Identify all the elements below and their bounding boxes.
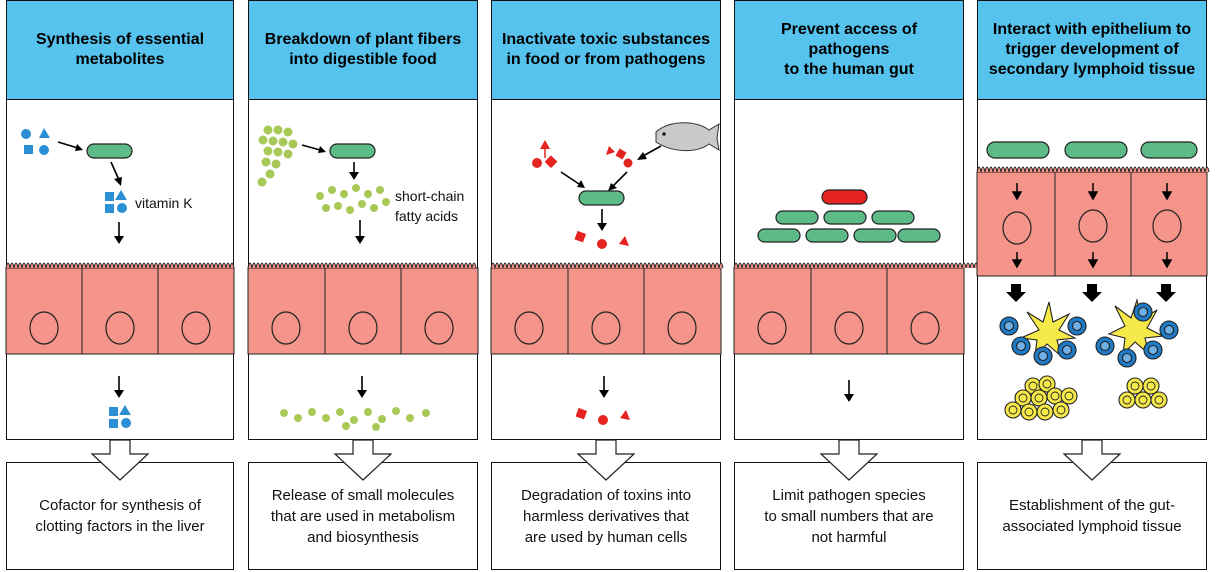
panel-header: Breakdown of plant fibers into digestibl… <box>248 0 478 100</box>
result-text: Limit pathogen species to small numbers … <box>764 486 934 546</box>
epithelium <box>976 166 1210 277</box>
down-arrow-icon <box>576 439 636 481</box>
arrow-icon <box>637 145 662 160</box>
cell-nucleus <box>757 311 787 345</box>
cell-nucleus <box>591 311 621 345</box>
vitamin-k-molecule-icon <box>105 190 127 213</box>
degraded-toxin-icon <box>575 407 630 425</box>
cell-nucleus <box>105 311 135 345</box>
arrow-icon <box>110 161 122 186</box>
toxin-molecule-icon <box>606 146 633 168</box>
arrow-icon <box>301 144 326 153</box>
bacterium-icon <box>86 143 133 159</box>
arrow-icon <box>114 222 124 244</box>
cell-nucleus <box>348 311 378 345</box>
arrow-icon <box>357 376 367 398</box>
cell-nucleus <box>910 311 940 345</box>
result-text: Establishment of the gut- associated lym… <box>1002 497 1182 535</box>
result-text: Degradation of toxins into harmless deri… <box>520 486 692 546</box>
panel-header: Synthesis of essential metabolites <box>6 0 234 100</box>
cell-nucleus <box>1152 209 1182 243</box>
panel-title: Breakdown of plant fibers into digestibl… <box>264 31 462 68</box>
panel-metabolites: Synthesis of essential metabolites Cofac… <box>5 0 235 572</box>
panel-title: Interact with epithelium to trigger deve… <box>988 21 1196 78</box>
commensal-bacteria-icon <box>757 210 941 243</box>
arrow-icon <box>599 376 609 398</box>
degraded-toxin-icon <box>574 230 629 249</box>
cell-nucleus <box>271 311 301 345</box>
epithelium <box>490 262 724 355</box>
down-arrow-icon <box>333 439 393 481</box>
panel-title: Synthesis of essential metabolites <box>35 31 205 68</box>
arrow-icon <box>597 209 607 231</box>
panel-result: Release of small molecules that are used… <box>248 462 478 570</box>
arrow-icon <box>844 380 854 402</box>
panel-illustration <box>733 189 979 481</box>
result-text: Cofactor for synthesis of clotting facto… <box>35 497 205 535</box>
arrow-icon <box>349 162 359 180</box>
down-arrow-icon <box>90 439 150 481</box>
cell-nucleus <box>1078 209 1108 243</box>
vitamin-k-label: vitamin K <box>135 195 193 211</box>
panel-fiber-breakdown: Breakdown of plant fibers into digestibl… <box>247 0 479 572</box>
down-arrow-icon <box>819 439 879 481</box>
panel-header: Prevent access of pathogens to the human… <box>734 0 964 100</box>
epithelium <box>5 262 235 355</box>
fatty-acid-molecules-icon <box>280 407 430 431</box>
cell-nucleus <box>424 311 454 345</box>
panel-illustration: vitamin K <box>5 128 235 481</box>
panel-illustration: short-chain fatty acids <box>247 125 479 481</box>
arrow-icon <box>355 220 365 244</box>
panel-lymphoid-development: Interact with epithelium to trigger deve… <box>976 0 1210 572</box>
down-arrow-icon <box>1062 439 1122 481</box>
panel-header: Inactivate toxic substances in food or f… <box>491 0 721 100</box>
panel-illustration <box>976 141 1210 481</box>
toxin-molecule-icon <box>532 140 558 169</box>
panel-title: Inactivate toxic substances in food or f… <box>501 31 711 68</box>
cell-nucleus <box>29 311 59 345</box>
plant-fiber-icon <box>257 125 298 187</box>
fatty-acids-label-line: fatty acids <box>395 208 458 224</box>
panel-result: Degradation of toxins into harmless deri… <box>491 462 721 570</box>
arrow-icon <box>560 171 585 188</box>
bacterium-icon <box>578 190 625 206</box>
lymphocyte-icon <box>999 302 1179 368</box>
arrow-icon <box>57 141 83 151</box>
panel-title: Prevent access of pathogens to the human… <box>780 21 918 78</box>
commensal-bacteria-icon <box>986 141 1198 159</box>
panel-header: Interact with epithelium to trigger deve… <box>977 0 1207 100</box>
fatty-acids-label-line: short-chain <box>395 188 464 204</box>
cell-nucleus <box>667 311 697 345</box>
precursor-molecules-icon <box>21 128 50 155</box>
panel-result: Establishment of the gut- associated lym… <box>977 462 1207 570</box>
lymphocyte-cluster-icon <box>1004 375 1168 421</box>
fish-icon <box>655 122 720 151</box>
result-text: Release of small molecules that are used… <box>270 486 456 546</box>
vitamin-k-molecule-icon <box>109 405 131 428</box>
arrow-icon <box>608 171 628 191</box>
cell-nucleus <box>1002 211 1032 245</box>
epithelium <box>247 262 479 355</box>
signal-arrow-icon <box>1006 284 1176 302</box>
panel-toxin-inactivation: Inactivate toxic substances in food or f… <box>490 0 724 572</box>
lymphocyte-cluster-inner <box>1008 379 1164 417</box>
epithelium <box>733 262 979 355</box>
bacterium-icon <box>329 143 376 159</box>
cell-nucleus <box>834 311 864 345</box>
panel-pathogen-barrier: Prevent access of pathogens to the human… <box>733 0 979 572</box>
panel-illustration <box>490 122 724 481</box>
fatty-acid-molecules-icon <box>316 184 390 214</box>
pathogen-icon <box>821 189 868 205</box>
arrow-icon <box>114 376 124 398</box>
cell-nucleus <box>181 311 211 345</box>
cell-nucleus <box>514 311 544 345</box>
